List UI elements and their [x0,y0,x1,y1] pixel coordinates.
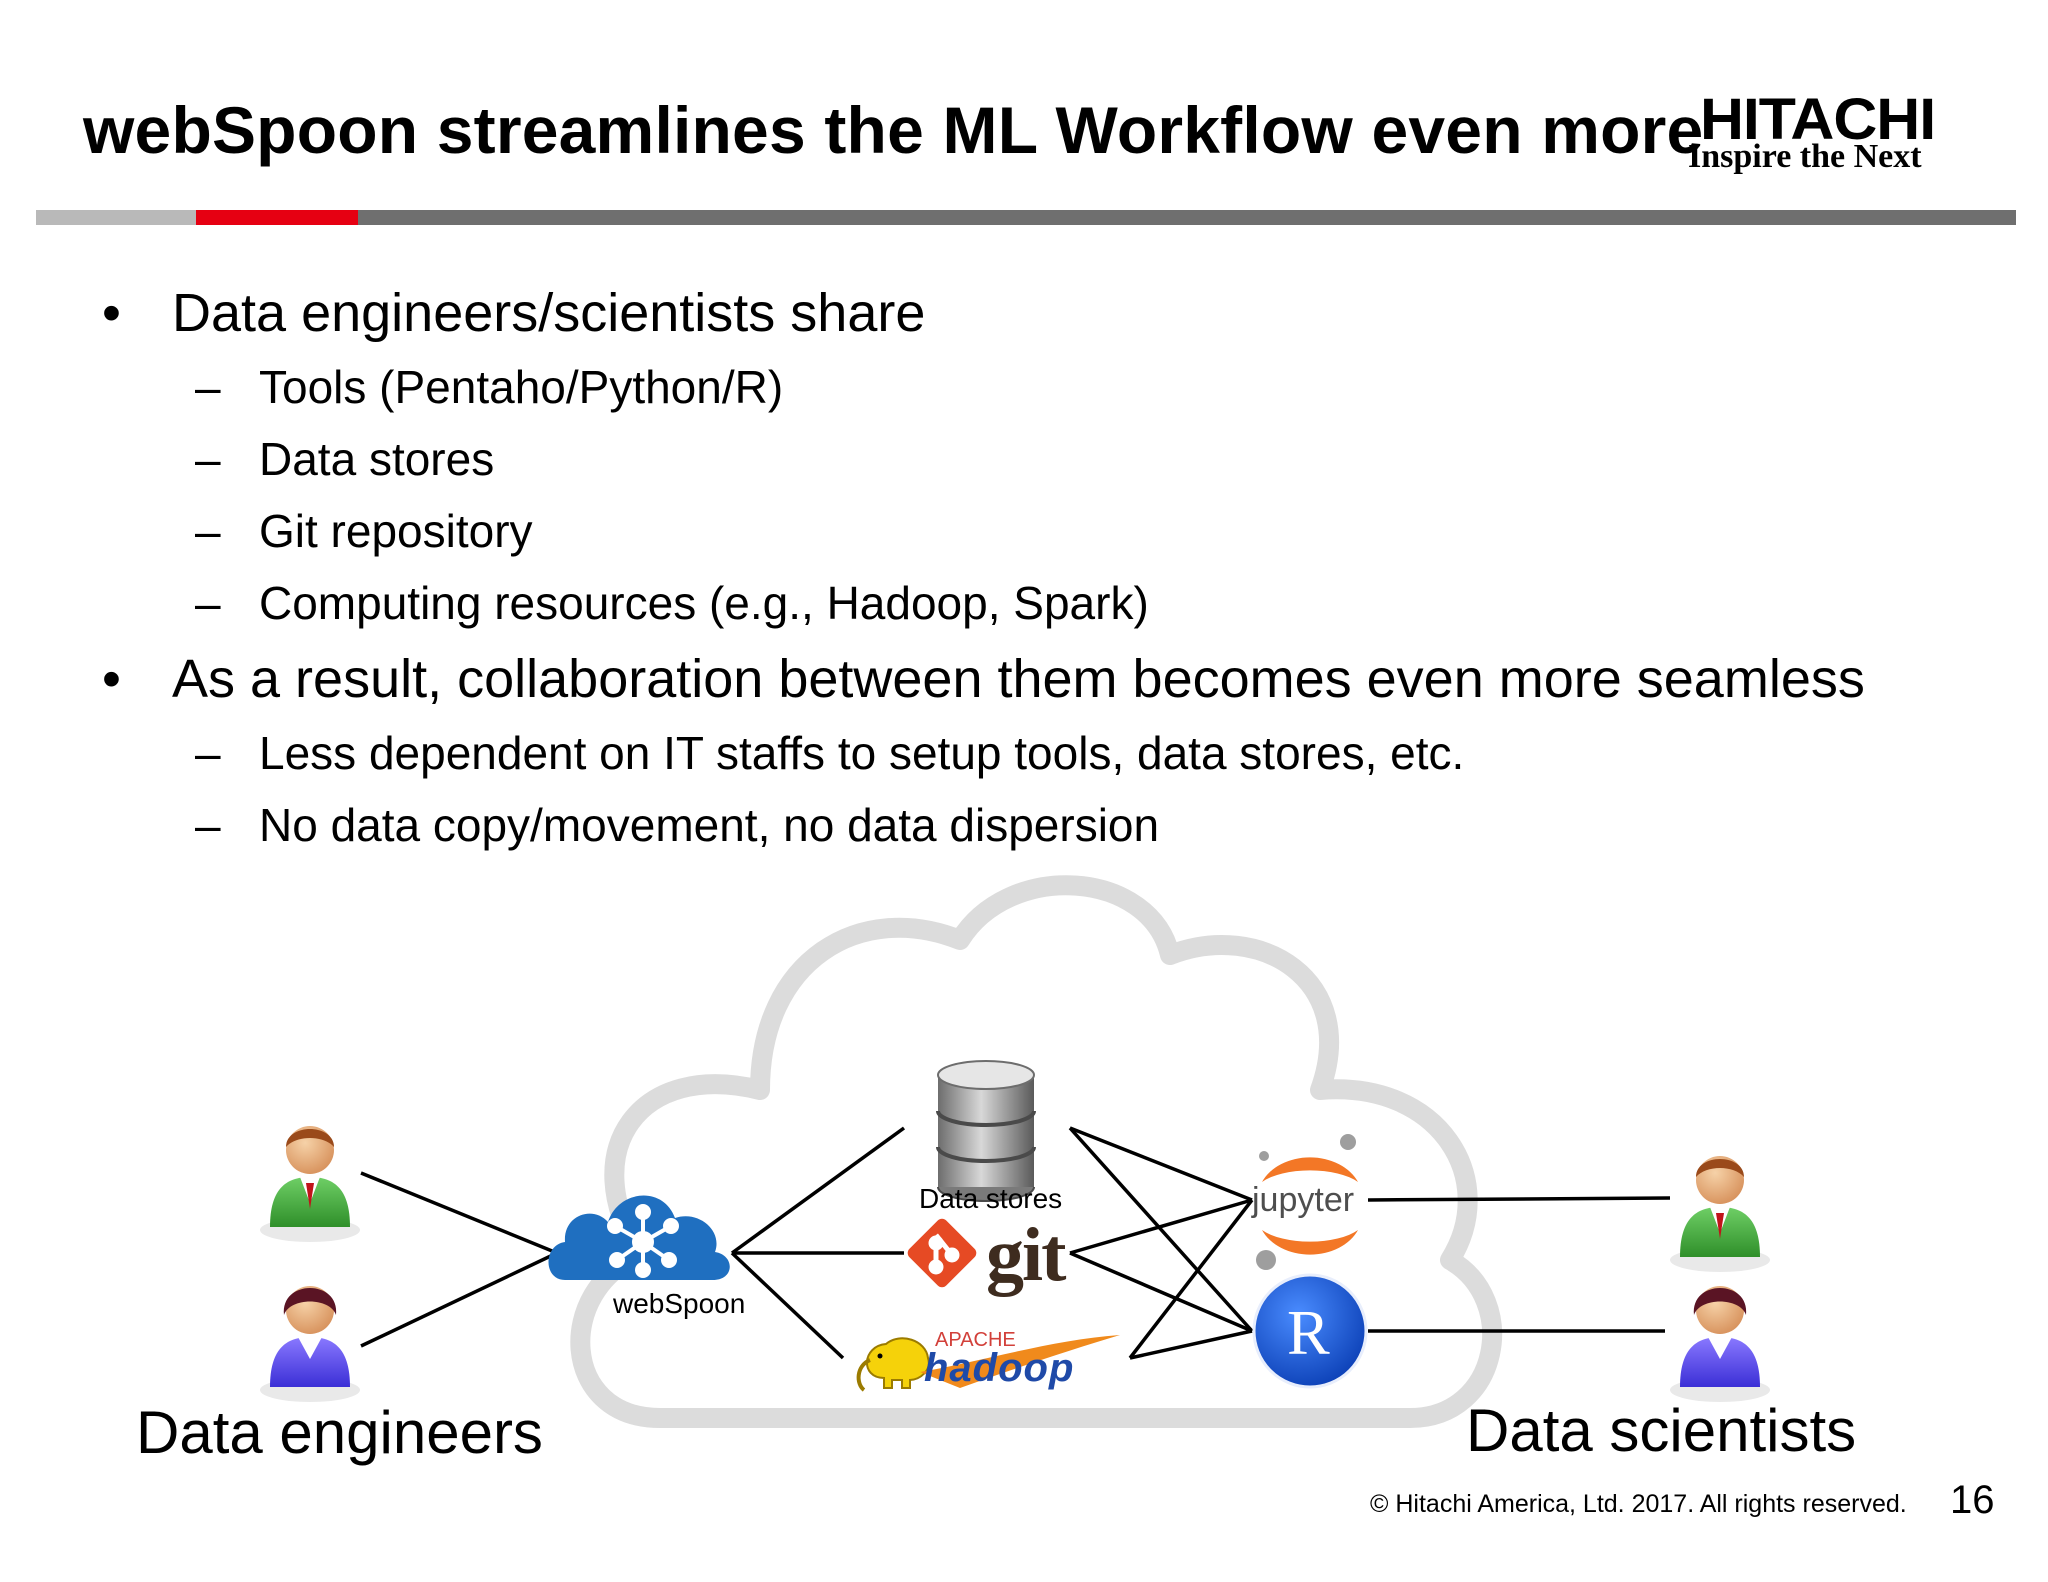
r-logo-icon [1252,1273,1368,1389]
sub-bullet-item: – Data stores [195,432,495,486]
sub-bullet-text: Computing resources (e.g., Hadoop, Spark… [259,577,1149,629]
hadoop-label: hadoop [924,1346,1075,1390]
title-rule-light-segment [36,210,196,225]
person-purple-icon [1670,1286,1770,1402]
logo-brand: HITACHI [1700,87,1936,152]
sub-bullet-text: No data copy/movement, no data dispersio… [259,799,1160,851]
connection-lines [360,1126,1671,1360]
r-label: R [1287,1297,1330,1368]
cloud-network-icon [548,1195,730,1280]
bullet-item: • As a result, collaboration between the… [102,648,1865,710]
connector [1129,1329,1253,1360]
logo-tagline: Inspire the Next [1688,138,1922,175]
sub-bullet-text: Data stores [259,433,495,485]
hadoop-swoosh [920,1335,1120,1388]
sub-bullet-item: – No data copy/movement, no data dispers… [195,798,1160,852]
data-engineers-label: Data engineers [136,1399,543,1466]
sub-bullet-marker: – [195,361,221,413]
sub-bullet-text: Git repository [259,505,533,557]
hitachi-logo: HITACHI Inspire the Next [1680,86,1990,186]
connector [730,1126,906,1255]
hadoop-elephant-icon [856,1337,930,1392]
jupyter-icon [1256,1134,1358,1270]
title-rule-red-segment [196,210,358,225]
bullet-text: Data engineers/scientists share [172,283,926,343]
datastores-label: Data stores [919,1183,1063,1214]
connector [1069,1251,1253,1333]
connector [360,1251,558,1348]
title-rule [36,210,2016,225]
connector [1128,1198,1254,1360]
copyright-footer: © Hitachi America, Ltd. 2017. All rights… [1370,1490,1907,1518]
database-icon [936,1060,1036,1202]
webspoon-label: webSpoon [613,1288,746,1319]
sub-bullet-item: – Git repository [195,504,533,558]
sub-bullet-text: Tools (Pentaho/Python/R) [259,361,784,413]
jupyter-label: jupyter [1252,1181,1355,1219]
sub-bullet-marker: – [195,727,221,779]
connector [360,1171,558,1255]
connector [1069,1198,1253,1255]
slide-title: webSpoon streamlines the ML Workflow eve… [83,93,1704,167]
connector [730,1251,845,1360]
connector [1069,1126,1253,1202]
git-icon [907,1218,977,1288]
connector [1068,1126,1254,1333]
sub-bullet-item: – Tools (Pentaho/Python/R) [195,360,784,414]
cloud-shape [570,875,1503,1428]
bullet-marker: • [102,649,121,709]
data-scientists-label: Data scientists [1466,1397,1857,1464]
sub-bullet-text: Less dependent on IT staffs to setup too… [259,727,1465,779]
sub-bullet-marker: – [195,577,221,629]
git-label: git [986,1213,1066,1297]
person-green-icon [1670,1156,1770,1272]
connector [1367,1196,1671,1202]
page-number: 16 [1950,1478,1995,1522]
sub-bullet-marker: – [195,505,221,557]
person-green-icon [260,1126,360,1242]
hadoop-apache-label: APACHE [935,1329,1016,1351]
bullet-item: • Data engineers/scientists share [102,282,926,344]
sub-bullet-marker: – [195,799,221,851]
person-purple-icon [260,1286,360,1402]
sub-bullet-marker: – [195,433,221,485]
sub-bullet-item: – Less dependent on IT staffs to setup t… [195,726,1465,780]
bullet-marker: • [102,283,121,343]
bullet-text: As a result, collaboration between them … [172,649,1865,709]
sub-bullet-item: – Computing resources (e.g., Hadoop, Spa… [195,576,1149,630]
